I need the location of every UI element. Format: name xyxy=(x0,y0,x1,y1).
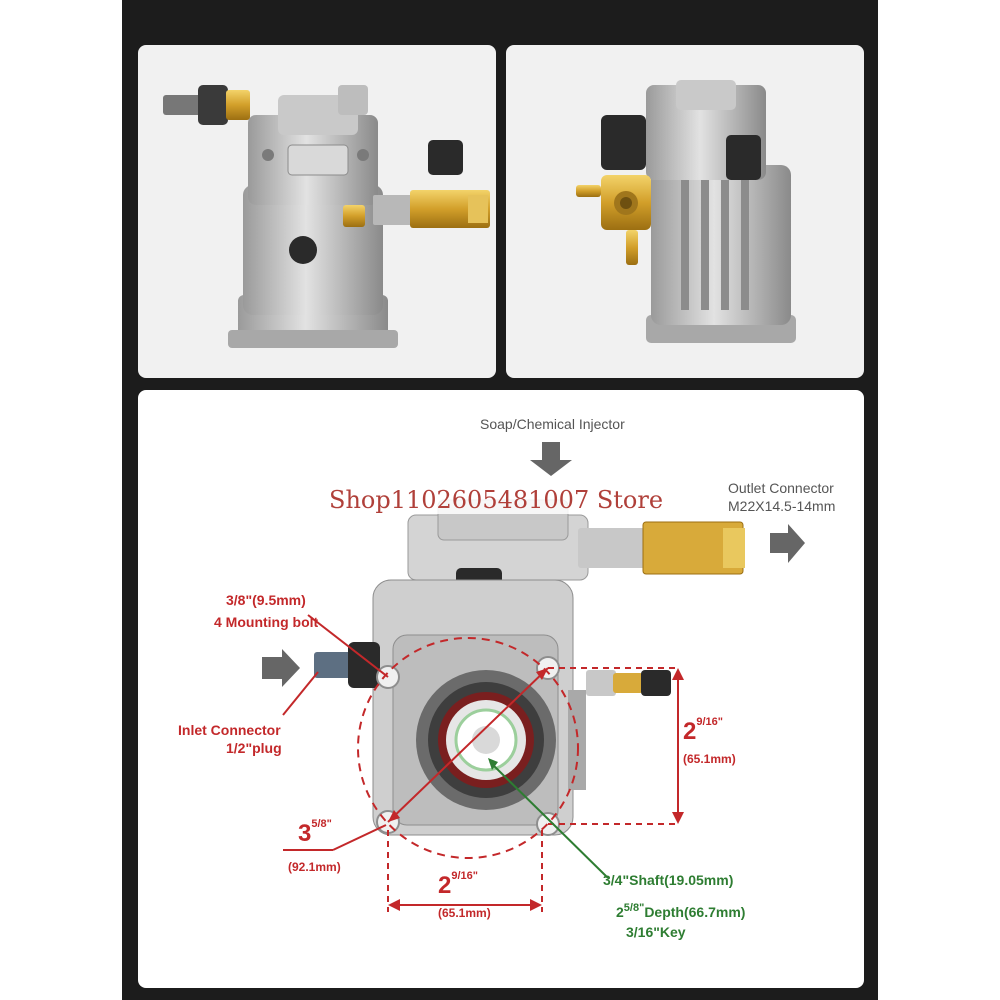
depth-frac: 5/8" xyxy=(623,902,645,914)
height-whole: 2 xyxy=(683,718,697,745)
pump-photo-rear xyxy=(506,45,864,378)
depth-label: 25/8"Depth(66.7mm) xyxy=(616,902,746,920)
dimension-diagram: Soap/Chemical Injector Outlet Connector … xyxy=(138,390,864,988)
outlet-connector-title: Outlet Connector xyxy=(728,480,834,496)
circle-whole: 3 xyxy=(298,820,312,847)
depth-whole: 2 xyxy=(616,904,624,920)
height-frac: 9/16" xyxy=(696,716,723,728)
height-mm: (65.1mm) xyxy=(683,752,736,766)
pump-side-illustration xyxy=(163,85,490,348)
soap-injector-label: Soap/Chemical Injector xyxy=(480,416,625,432)
bolt-size-label: 3/8"(9.5mm) xyxy=(226,592,306,608)
outlet-connector-size: M22X14.5-14mm xyxy=(728,498,836,514)
depth-text: Depth(66.7mm) xyxy=(644,904,746,920)
shaft-label: 3/4"Shaft(19.05mm) xyxy=(603,872,734,888)
width-mm: (65.1mm) xyxy=(438,906,491,920)
pump-rear-illustration xyxy=(576,80,796,343)
bolt-count-label: 4 Mounting bolt xyxy=(214,614,319,630)
width-whole: 2 xyxy=(438,872,452,899)
circle-dimension: 35/8" xyxy=(298,818,332,848)
pump-dimension-drawing xyxy=(262,442,805,912)
key-label: 3/16"Key xyxy=(626,924,686,940)
circle-mm: (92.1mm) xyxy=(288,860,341,874)
inlet-connector-title: Inlet Connector xyxy=(178,722,281,738)
width-frac: 9/16" xyxy=(451,870,478,882)
height-dimension: 29/16" xyxy=(683,716,723,746)
circle-frac: 5/8" xyxy=(311,818,332,830)
inlet-connector-plug: 1/2"plug xyxy=(226,740,282,756)
width-dimension: 29/16" xyxy=(438,870,478,900)
pump-photo-side xyxy=(138,45,496,378)
store-watermark: Shop1102605481007 Store xyxy=(325,486,668,514)
